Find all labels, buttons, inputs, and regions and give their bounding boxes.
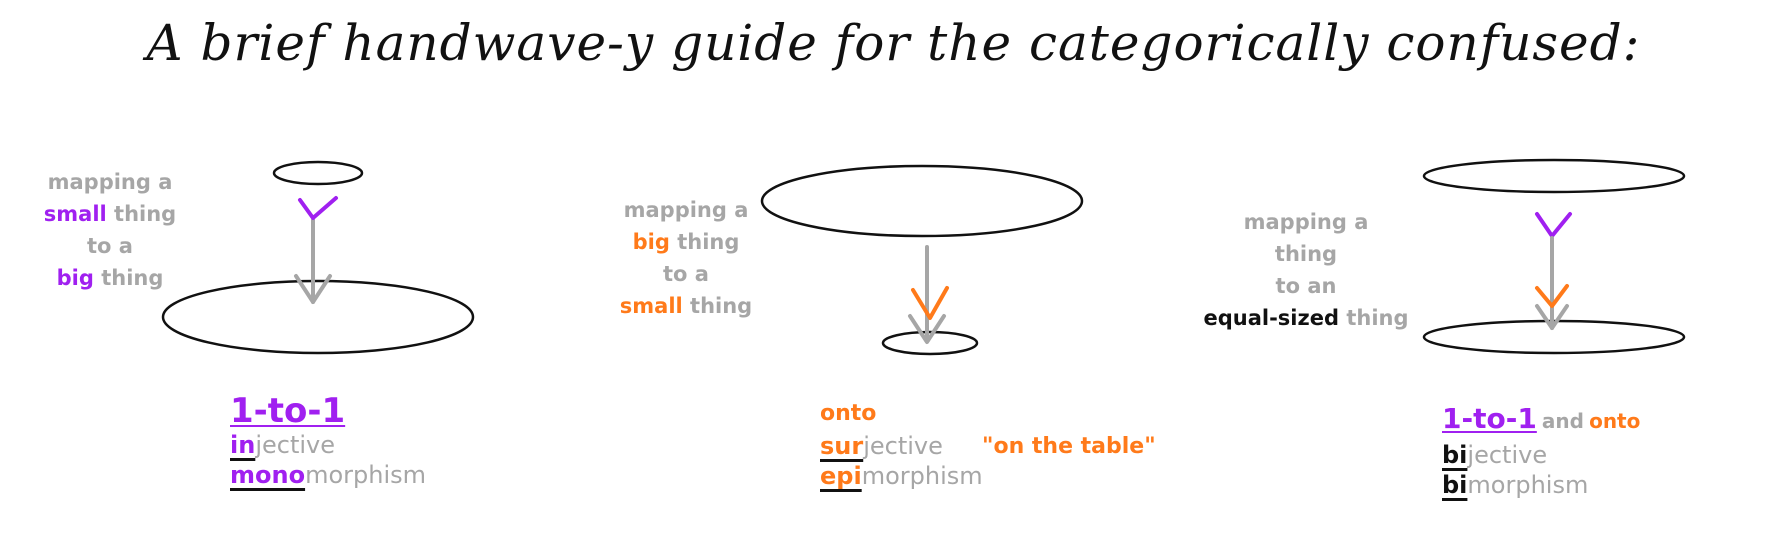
note-highlight: small (619, 294, 683, 318)
term-row: bimorphism (1442, 470, 1640, 500)
panel-1-note: mapping a small thing to a big thing (30, 166, 190, 294)
term-prefix: bi (1442, 471, 1468, 499)
note-highlight: equal-sized (1203, 306, 1340, 330)
term-main: 1-to-1 (230, 391, 346, 431)
term-rest: jective (1467, 441, 1548, 469)
term-prefix: in (230, 431, 256, 459)
injective-mark (298, 196, 338, 220)
term-row: monomorphism (230, 460, 426, 490)
panel-3-note: mapping a thing to an equal-sized thing (1196, 206, 1416, 334)
term-prefix: mono (230, 461, 306, 489)
term-rest: jective (863, 432, 943, 460)
note-word: thing (101, 266, 164, 290)
small-set-ellipse (881, 330, 979, 356)
injective-mark (1535, 212, 1572, 238)
term-prefix: sur (820, 432, 864, 460)
term-prefix: bi (1442, 441, 1468, 469)
note-word: thing (114, 202, 177, 226)
term-rest: morphism (305, 461, 427, 489)
equal-set-ellipse (1422, 158, 1686, 194)
note-highlight: big (56, 266, 94, 290)
note-highlight: small (43, 202, 107, 226)
surjective-mark (911, 286, 949, 320)
term-rest: morphism (861, 462, 983, 490)
panel-1-terms: 1-to-1 injective monomorphism (230, 392, 426, 490)
on-the-table-quote: "on the table" (982, 434, 1156, 459)
note-line: mapping a (623, 198, 749, 222)
note-word: thing (677, 230, 740, 254)
note-line: thing (1274, 242, 1338, 266)
panel-2-note: mapping a big thing to a small thing (606, 194, 766, 322)
term-onto: onto (1589, 409, 1641, 433)
mapping-arrow-head (908, 314, 946, 344)
term-and: and (1541, 409, 1584, 433)
term-rest: jective (255, 431, 335, 459)
term-prefix: epi (820, 462, 862, 490)
surjective-mark (1535, 284, 1569, 308)
panel-2-terms: onto surjective epimorphism (820, 397, 983, 491)
term-row: surjective (820, 431, 983, 461)
note-highlight: big (632, 230, 670, 254)
mapping-arrow-head (294, 274, 332, 304)
big-set-ellipse (760, 164, 1084, 238)
term-rest: morphism (1467, 471, 1589, 499)
note-line: to an (1275, 274, 1337, 298)
big-set-ellipse (161, 279, 475, 355)
note-line: mapping a (1243, 210, 1369, 234)
term-main: onto (820, 401, 877, 426)
small-set-ellipse (272, 160, 364, 186)
term-main: 1-to-1 (1442, 402, 1537, 435)
term-row: epimorphism (820, 461, 983, 491)
note-word: thing (690, 294, 753, 318)
note-line: mapping a (47, 170, 173, 194)
note-line: to a (663, 262, 709, 286)
page-title: A brief handwave-y guide for the categor… (146, 14, 1641, 72)
term-row: injective (230, 430, 426, 460)
note-line: to a (87, 234, 133, 258)
mapping-arrow-head (1535, 304, 1569, 330)
note-word: thing (1346, 306, 1409, 330)
term-row: bijective (1442, 440, 1640, 470)
panel-3-terms: 1-to-1 and onto bijective bimorphism (1442, 400, 1640, 500)
